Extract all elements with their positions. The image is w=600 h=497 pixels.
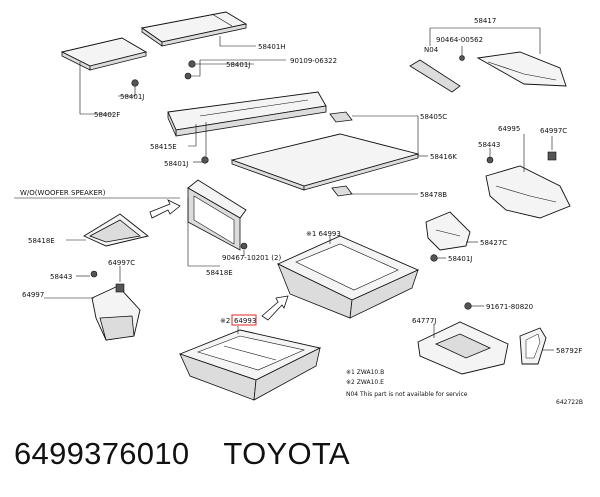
- label-64777j: 64777J: [412, 317, 436, 325]
- board-58402f: [60, 37, 148, 71]
- bolt-icon: [430, 254, 438, 262]
- label-64997c-a: 64997C: [540, 127, 567, 135]
- board-58401h: [140, 11, 248, 47]
- part-number: 6499376010: [14, 436, 190, 471]
- bracket-64997: [91, 285, 141, 341]
- label-64993-top: ※1 64993: [306, 230, 341, 238]
- parts-diagram: 58401H 58401J 90109-06322 58401J 58402F …: [14, 11, 583, 406]
- label-91671: 91671-80820: [486, 303, 533, 311]
- manufacturer-name: TOYOTA: [223, 436, 350, 471]
- clip-64997c: [547, 151, 557, 161]
- arrow-icon: [261, 295, 289, 321]
- label-58401j-b: 58401J: [120, 93, 144, 101]
- trim-58417: [409, 51, 567, 93]
- floorboard-58416k: [230, 133, 420, 191]
- label-58478b: 58478B: [420, 191, 447, 199]
- clip-58478b: [331, 185, 353, 197]
- bracket-64995: [485, 165, 571, 219]
- tray-58418e-a: [83, 213, 150, 247]
- bolt-icon: [131, 79, 139, 87]
- label-58401j-a: 58401J: [226, 61, 250, 69]
- label-58417: 58417: [474, 17, 496, 25]
- label-58402f: 58402F: [94, 111, 120, 119]
- bracket-58427c: [425, 211, 471, 251]
- arrow-icon: [149, 199, 181, 219]
- bolt-icon: [90, 270, 98, 278]
- bolt-icon: [201, 156, 209, 164]
- panel-58415e: [167, 91, 327, 137]
- frame-58418e-b: [187, 179, 247, 251]
- label-64993-prefix: ※2: [220, 317, 230, 325]
- label-64993-highlighted[interactable]: 64993: [234, 317, 256, 325]
- part-caption: 6499376010 TOYOTA: [14, 436, 594, 476]
- pad-58792f: [519, 327, 547, 365]
- note-3: N04 This part is not available for servi…: [346, 391, 468, 398]
- label-58418e-b: 58418E: [206, 269, 233, 277]
- label-58401j-d: 58401J: [448, 255, 472, 263]
- label-58792f: 58792F: [556, 347, 582, 355]
- label-58443-a: 58443: [478, 141, 500, 149]
- bolt-icon: [240, 242, 248, 250]
- bolt-icon: [188, 60, 196, 68]
- label-64995: 64995: [498, 125, 520, 133]
- tray-64993-a: [276, 235, 420, 319]
- label-n04: N04: [424, 46, 439, 54]
- label-58427c: 58427C: [480, 239, 507, 247]
- note-2: ※2 ZWA10.E: [346, 379, 384, 386]
- bolt-icon: [464, 302, 472, 310]
- label-90467: 90467-10201 (2): [222, 254, 281, 262]
- label-90464: 90464-00562: [436, 36, 483, 44]
- bracket-64777j: [417, 321, 509, 375]
- label-58416k: 58416K: [430, 153, 457, 161]
- label-58443-b: 58443: [50, 273, 72, 281]
- label-90109: 90109-06322: [290, 57, 337, 65]
- diagram-code: 642722B: [556, 399, 583, 406]
- highlight-box: [231, 314, 257, 326]
- label-64997: 64997: [22, 291, 44, 299]
- label-58401j-c: 58401J: [164, 160, 188, 168]
- label-variant: W/O(WOOFER SPEAKER): [20, 189, 106, 197]
- label-58415e: 58415E: [150, 143, 177, 151]
- note-1: ※1 ZWA10.B: [346, 369, 384, 376]
- hook-58405c: [329, 111, 353, 123]
- clip-64997c: [115, 283, 125, 293]
- label-58401h: 58401H: [258, 43, 286, 51]
- label-58418e-a: 58418E: [28, 237, 55, 245]
- label-64997c-b: 64997C: [108, 259, 135, 267]
- label-58405c: 58405C: [420, 113, 447, 121]
- tray-64993-b: [178, 329, 322, 401]
